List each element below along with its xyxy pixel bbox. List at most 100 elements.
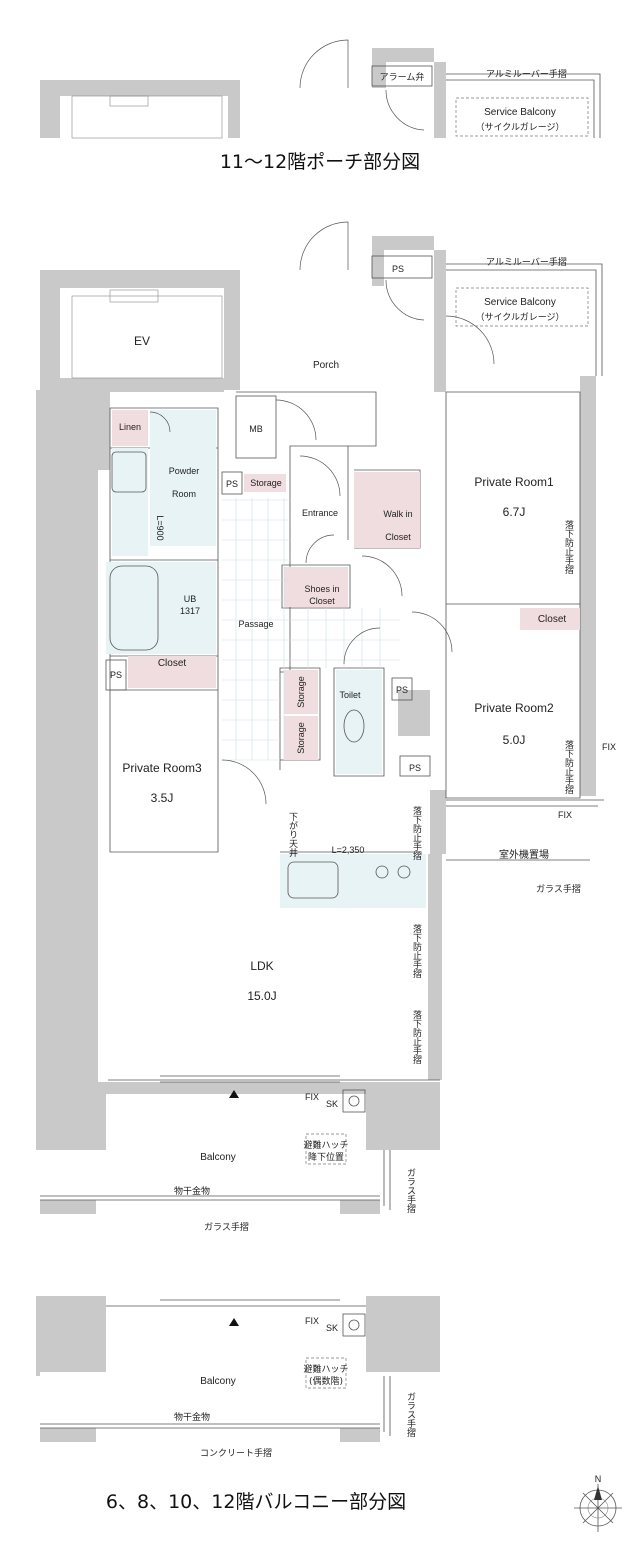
porch-label: Porch (313, 360, 339, 371)
bottom-fix-label: FIX (305, 1316, 319, 1326)
powder-room-label-2: Room (172, 489, 196, 499)
ldk-name: LDK (250, 959, 273, 973)
sk-drain (348, 1095, 360, 1107)
bottom-sk-drain (348, 1319, 360, 1331)
louver-railing-label: アルミルーバー手摺 (486, 256, 567, 268)
porch-wall-right (434, 62, 446, 138)
washbasin-fill (112, 448, 148, 556)
pr2-name: Private Room2 (474, 701, 554, 715)
bathtub (109, 565, 159, 651)
bottom-railing (40, 1376, 391, 1436)
kitchen-length-label: L=2,350 (332, 845, 365, 855)
main-wall-balcony-left (40, 1200, 96, 1214)
linen-label: Linen (119, 422, 141, 432)
entrance-door-arc (299, 455, 341, 497)
bottom-drying-hardware-label: 物干金物 (174, 1411, 210, 1423)
mb-box (235, 395, 277, 459)
porch-door-arc-2 (385, 89, 425, 131)
lowered-ceiling-label: 下がり天井 (287, 812, 298, 858)
bottom-sk-label: SK (326, 1323, 338, 1333)
porch-ev-pit (109, 95, 149, 107)
ps-small-label: PS (226, 479, 238, 489)
sk-label: SK (326, 1099, 338, 1109)
main-wall-bottom (36, 1082, 440, 1150)
mb-door-arc (275, 399, 317, 441)
entry-arrow-main (229, 1090, 239, 1098)
balcony-label: Balcony (200, 1152, 236, 1163)
linen-door-arc (149, 411, 171, 433)
porch-service-balcony-sub: （サイクルガレージ） (475, 122, 564, 133)
bottom-hatch-box (305, 1357, 347, 1389)
powder-room-fill (150, 410, 216, 546)
porch-railing-label: アルミルーバー手摺 (486, 68, 567, 80)
pr3-size: 3.5J (151, 791, 174, 805)
porch-service-balcony-box (455, 97, 589, 137)
fix-label-balcony: FIX (305, 1092, 319, 1102)
closet-pr3-label: Closet (158, 658, 187, 669)
compass-rose: N (574, 1474, 622, 1532)
ub-size-label: 1317 (180, 606, 200, 616)
porch-plan-title: 11〜12階ポーチ部分図 (220, 151, 420, 173)
shoes-door-arc (305, 534, 335, 564)
alarm-valve-box (371, 65, 433, 87)
main-wall-ps-col (372, 236, 384, 286)
bottom-wall-left-col (36, 1296, 106, 1372)
pr1-size: 6.7J (503, 505, 526, 519)
pr2-size: 5.0J (503, 733, 526, 747)
kitchen-sink (287, 861, 339, 899)
ps-top-label: PS (392, 264, 404, 274)
compass-cross (574, 1484, 622, 1532)
ps-door-arc (385, 279, 425, 321)
fall-prevention-kitchen: 落下防止手摺 (411, 805, 422, 861)
ps-left-box (105, 659, 127, 691)
main-wall-upper-left (40, 270, 240, 390)
passage-grid (222, 498, 400, 761)
ub-label: UB (184, 594, 197, 604)
bottom-wall-right (366, 1296, 440, 1372)
balcony-plan-title: 6、8、10、12階バルコニー部分図 (106, 1491, 406, 1513)
balcony-railing (40, 1150, 391, 1210)
toilet-label: Toilet (339, 690, 361, 700)
storage-fill (244, 474, 286, 492)
service-balcony-sub: （サイクルガレージ） (475, 312, 564, 323)
walkin-label-2: Closet (385, 532, 411, 542)
shoes-label-1: Shoes in (304, 584, 339, 594)
pr3-door-arc (221, 759, 267, 805)
storage-v1-fill (284, 670, 318, 714)
alarm-valve-label: アラーム弁 (380, 71, 425, 83)
toilet-bowl (343, 709, 365, 743)
porch-door-arc (299, 39, 349, 89)
fall-prevention-ldk-1: 落下防止手摺 (411, 923, 422, 979)
main-wall-balcony-right (340, 1200, 380, 1214)
main-wall-ev-bottom (60, 378, 224, 392)
bottom-concrete-railing-label: コンクリート手摺 (200, 1447, 272, 1459)
sk-box (342, 1089, 366, 1113)
hatch-label-2: 降下位置 (308, 1151, 344, 1163)
main-wall-right-upper (434, 250, 446, 392)
glass-railing-label-3: ガラス手摺 (405, 1168, 416, 1214)
glass-railing-label-2: ガラス手摺 (204, 1221, 249, 1233)
storage-v2-fill (284, 716, 318, 760)
main-wall-left-column (36, 390, 110, 1082)
outdoor-unit-railing (446, 799, 604, 861)
bottom-hatch-label-1: 避難ハッチ (303, 1363, 348, 1375)
bottom-sash (106, 1299, 366, 1307)
powder-room-label-1: Powder (169, 466, 200, 476)
compass-north-label: N (595, 1474, 602, 1484)
glass-railing-label-1: ガラス手摺 (536, 883, 581, 895)
ps-lower-box (399, 755, 431, 777)
ps-top-box (371, 255, 433, 279)
bottom-wall-rail-right (340, 1428, 380, 1442)
fall-prevention-ldk-2: 落下防止手摺 (411, 1009, 422, 1065)
hatch-label-1: 避難ハッチ (303, 1139, 348, 1151)
ev-outline (71, 295, 223, 379)
fix-label-bottom: FIX (558, 810, 572, 820)
ps-small-box (221, 471, 243, 495)
storage-v2-label: Storage (296, 722, 306, 754)
drying-hardware-label: 物干金物 (174, 1185, 210, 1197)
shoes-closet-fill (284, 567, 348, 607)
ps-mid-label: PS (396, 685, 408, 695)
porch-wall-left (40, 80, 240, 138)
compass-north-arrow (594, 1486, 602, 1500)
